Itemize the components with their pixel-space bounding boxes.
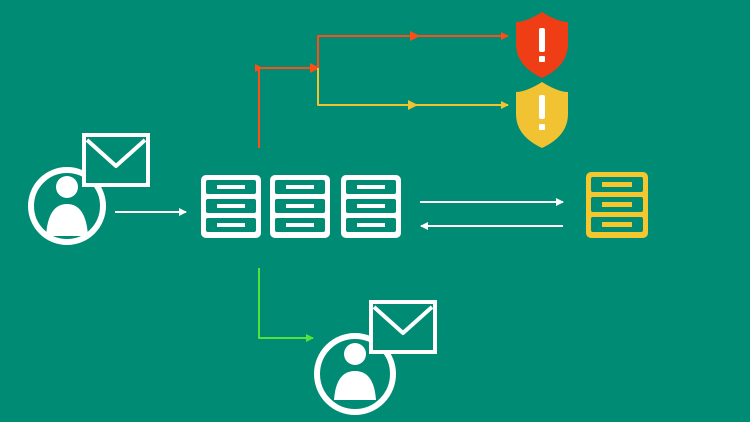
delivery-arrow — [258, 268, 314, 342]
server-cluster — [201, 175, 401, 238]
recipient-avatar-ring — [314, 333, 396, 415]
server-rack-icon — [201, 175, 261, 238]
warning-shield-icon — [516, 82, 568, 148]
recipient-envelope-icon — [369, 300, 437, 354]
sender-avatar-ring — [28, 167, 106, 245]
warning-alert-path — [317, 68, 509, 110]
sender-user-icon — [46, 176, 88, 236]
critical-alert-path — [255, 31, 509, 148]
sender-envelope-icon — [82, 133, 150, 187]
sender-user — [28, 133, 150, 245]
server-rack-icon — [270, 175, 330, 238]
recipient-user — [314, 300, 437, 415]
recipient-user-icon — [334, 343, 376, 400]
critical-shield-icon — [516, 12, 568, 78]
external-server-rack-icon — [586, 172, 648, 238]
server-rack-icon — [341, 175, 401, 238]
